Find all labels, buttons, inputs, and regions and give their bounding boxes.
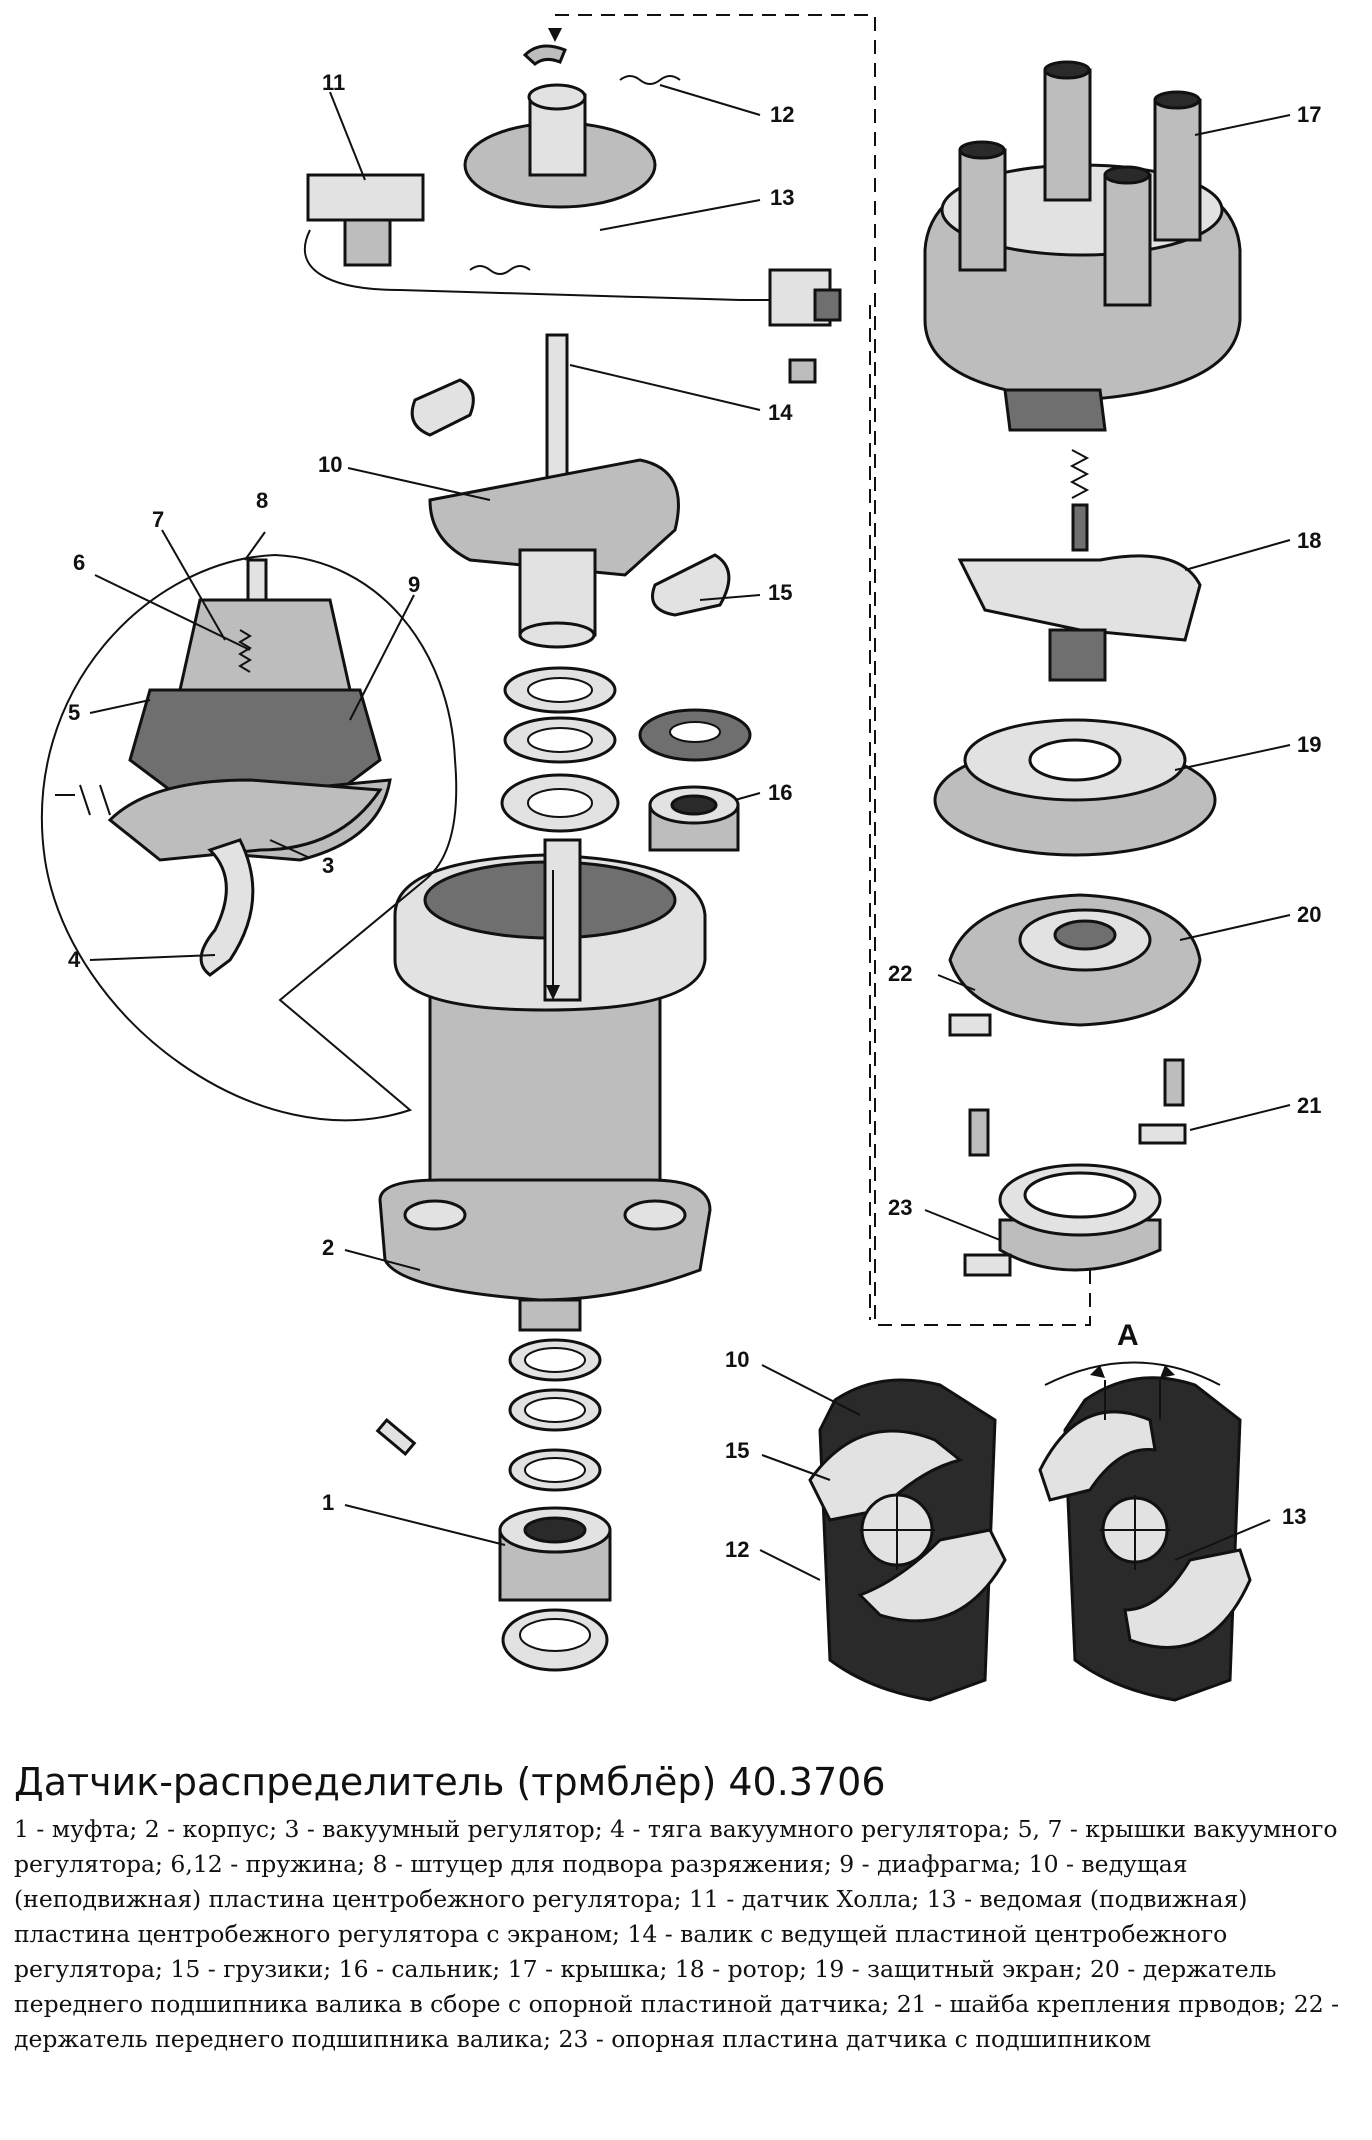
label-20: 20 <box>1297 902 1321 927</box>
label-2: 2 <box>322 1235 334 1260</box>
label-9: 9 <box>408 572 420 597</box>
leader-line-12 <box>659 84 761 116</box>
label-12: 12 <box>770 102 794 127</box>
label-13: 13 <box>770 185 794 210</box>
shaft-and-plate-part <box>410 333 731 649</box>
leader-line-i15 <box>761 1454 831 1481</box>
leader-line-7 <box>161 529 226 641</box>
label-17: 17 <box>1297 102 1321 127</box>
label-10: 10 <box>318 452 342 477</box>
leader-line-9 <box>349 594 415 721</box>
label-21: 21 <box>1297 1093 1321 1118</box>
oil-seal-part <box>638 708 752 852</box>
detail-view-left <box>808 1378 1007 1702</box>
detail-view-right <box>1038 1361 1252 1702</box>
leader-line-i10 <box>761 1364 861 1416</box>
leader-line-11 <box>329 91 366 181</box>
label-3: 3 <box>322 853 334 878</box>
leader-line-23 <box>924 1209 1001 1241</box>
label-4: 4 <box>68 947 81 972</box>
caption-legend: 1 - муфта; 2 - корпус; 3 - вакуумный рег… <box>14 1814 1340 2053</box>
leader-line-19 <box>1174 744 1291 771</box>
bearing-holder-part <box>948 893 1202 1157</box>
leader-line-17 <box>1194 114 1291 136</box>
leader-line-21 <box>1189 1104 1291 1131</box>
assembly-path-line <box>555 14 1091 1326</box>
coupling-part <box>375 1338 612 1672</box>
label-14: 14 <box>768 400 793 425</box>
vacuum-regulator-inset <box>40 553 458 1122</box>
leader-line-2 <box>344 1249 421 1271</box>
washer-stack <box>500 666 620 833</box>
label-inset-15: 15 <box>725 1438 749 1463</box>
label-19: 19 <box>1297 732 1321 757</box>
label-18: 18 <box>1297 528 1321 553</box>
label-8: 8 <box>256 488 268 513</box>
leader-line-3 <box>269 839 311 859</box>
label-11: 11 <box>322 70 345 95</box>
leader-line-1 <box>344 1504 506 1546</box>
label-inset-12: 12 <box>725 1537 749 1562</box>
caption: Датчик-распределитель (трмблёр) 40.3706 … <box>14 1760 1358 2057</box>
leader-line-i13 <box>1174 1519 1271 1561</box>
label-inset-10: 10 <box>725 1347 749 1372</box>
leader-line-5 <box>89 699 151 714</box>
label-6: 6 <box>73 550 85 575</box>
driven-plate-part <box>463 44 681 275</box>
label-15: 15 <box>768 580 792 605</box>
housing-part <box>378 838 712 1332</box>
leader-line-i12 <box>759 1549 821 1581</box>
label-16: 16 <box>768 780 792 805</box>
leader-line-22 <box>937 974 976 991</box>
leader-line-15 <box>699 594 761 601</box>
leader-line-4 <box>89 954 216 961</box>
label-7: 7 <box>152 507 164 532</box>
leader-line-13 <box>599 199 761 231</box>
leader-line-20 <box>1179 914 1291 941</box>
label-inset-13: 13 <box>1282 1504 1306 1529</box>
leader-line-8 <box>244 531 266 561</box>
support-plate-part <box>963 1163 1162 1277</box>
exploded-view-diagram: 11 12 13 14 10 15 16 17 18 19 20 22 21 2… <box>40 14 1321 1702</box>
leader-line-16 <box>734 792 761 801</box>
distributor-cap-part <box>923 60 1242 432</box>
rotor-part <box>957 449 1202 682</box>
shield-part <box>933 718 1217 857</box>
leader-line-18 <box>1184 539 1291 571</box>
leader-line-6 <box>94 574 251 651</box>
label-1: 1 <box>322 1490 334 1515</box>
label-23: 23 <box>888 1195 912 1220</box>
caption-title: Датчик-распределитель (трмблёр) 40.3706 <box>14 1760 886 1804</box>
leader-line-10 <box>347 467 491 501</box>
label-5: 5 <box>68 700 80 725</box>
label-22: 22 <box>888 961 912 986</box>
hall-sensor-part <box>303 173 842 384</box>
leader-line-14 <box>569 364 761 411</box>
label-angle-a: A <box>1117 1319 1139 1352</box>
arrow-down-icon <box>548 28 562 42</box>
